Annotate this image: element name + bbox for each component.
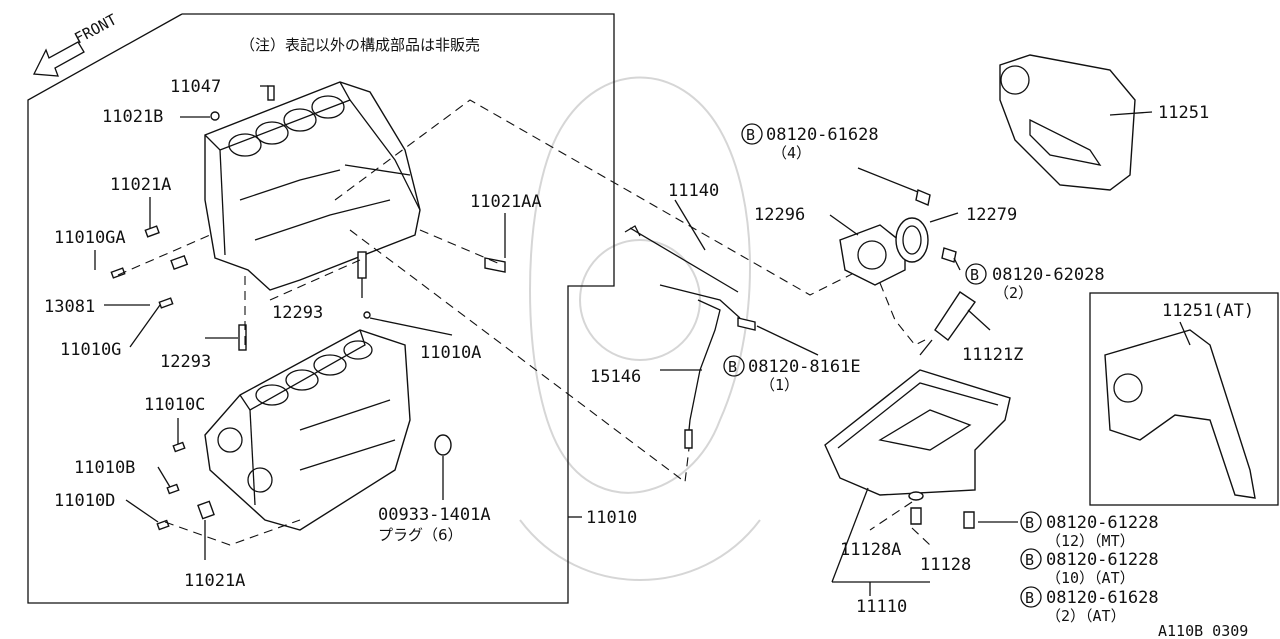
- part-label: 11047: [170, 77, 221, 97]
- part-note: プラグ（6）: [378, 526, 463, 544]
- bolt-badge-icon: B: [970, 266, 979, 284]
- sealant-tube-illustration: [919, 291, 991, 356]
- part-label: 11128A: [840, 540, 901, 560]
- part-label: 11010G: [60, 340, 121, 360]
- part-label: 12293: [160, 352, 211, 372]
- part-label: 11128: [920, 555, 971, 575]
- part-label: 11021AA: [470, 192, 542, 212]
- part-label: 13081: [44, 297, 95, 317]
- part-label: 08120-61628: [1046, 588, 1159, 608]
- part-label: 11121Z: [962, 345, 1023, 365]
- part-label: 12293: [272, 303, 323, 323]
- part-label: 11010B: [74, 458, 135, 478]
- part-label: 12279: [966, 205, 1017, 225]
- part-label: 15146: [590, 367, 641, 387]
- bolt-badge-icon: B: [1025, 589, 1034, 607]
- lower-block-illustration: [204, 329, 411, 531]
- part-label: 11251: [1158, 103, 1209, 123]
- part-label: 08120-8161E: [748, 357, 861, 377]
- part-label: 11021A: [184, 571, 245, 591]
- at-plate-box: [1089, 292, 1279, 506]
- watermark-emblem: [519, 76, 761, 581]
- part-label: 11010GA: [54, 228, 126, 248]
- front-label: FRONT: [71, 10, 119, 47]
- bolt-badges: B B B B B B: [723, 123, 1042, 608]
- part-qty: （12）（MT）: [1046, 532, 1135, 550]
- bolt-badge-icon: B: [746, 126, 755, 144]
- part-label: 08120-61228: [1046, 550, 1159, 570]
- front-arrow-icon: FRONT: [32, 10, 120, 77]
- part-qty: （2）（AT）: [1046, 607, 1126, 625]
- bolt-badge-icon: B: [728, 358, 737, 376]
- part-label: 00933-1401A: [378, 505, 491, 525]
- header-note: （注）表記以外の構成部品は非販売: [240, 36, 480, 54]
- part-label: 11021A: [110, 175, 171, 195]
- part-qty: （1）: [760, 376, 799, 394]
- block-frame: [27, 13, 615, 604]
- part-label: 11140: [668, 181, 719, 201]
- dashed-connectors: [334, 99, 871, 484]
- part-label: 11010C: [144, 395, 205, 415]
- part-label: 08120-61228: [1046, 513, 1159, 533]
- part-label: 11010: [586, 508, 637, 528]
- part-label: 11251(AT): [1162, 301, 1254, 321]
- seal-retainer-illustration: [829, 167, 961, 346]
- oil-pan-illustration: [824, 369, 1018, 596]
- part-label: 08120-62028: [992, 265, 1105, 285]
- part-label: 11021B: [102, 107, 163, 127]
- part-label: 11110: [856, 597, 907, 617]
- part-label: 11010A: [420, 343, 481, 363]
- rear-plate-illustration: [999, 54, 1153, 191]
- footer-code: A110B 0309: [1158, 622, 1248, 639]
- dipstick-illustration: [624, 199, 819, 449]
- part-label: 08120-61628: [766, 125, 879, 145]
- part-label: 12296: [754, 205, 805, 225]
- bolt-badge-icon: B: [1025, 551, 1034, 569]
- bolt-badge-icon: B: [1025, 514, 1034, 532]
- leader-lines-left: [94, 85, 582, 560]
- part-qty: （4）: [772, 144, 811, 162]
- part-qty: （10）（AT）: [1046, 569, 1135, 587]
- upper-block-illustration: [204, 81, 421, 291]
- part-labels: 11047 11021B 11021A 11010GA 13081 11010G…: [44, 77, 1254, 625]
- part-label: 11010D: [54, 491, 115, 511]
- small-parts: [110, 85, 506, 531]
- part-qty: （2）: [994, 284, 1033, 302]
- at-plate-illustration: [1104, 321, 1256, 499]
